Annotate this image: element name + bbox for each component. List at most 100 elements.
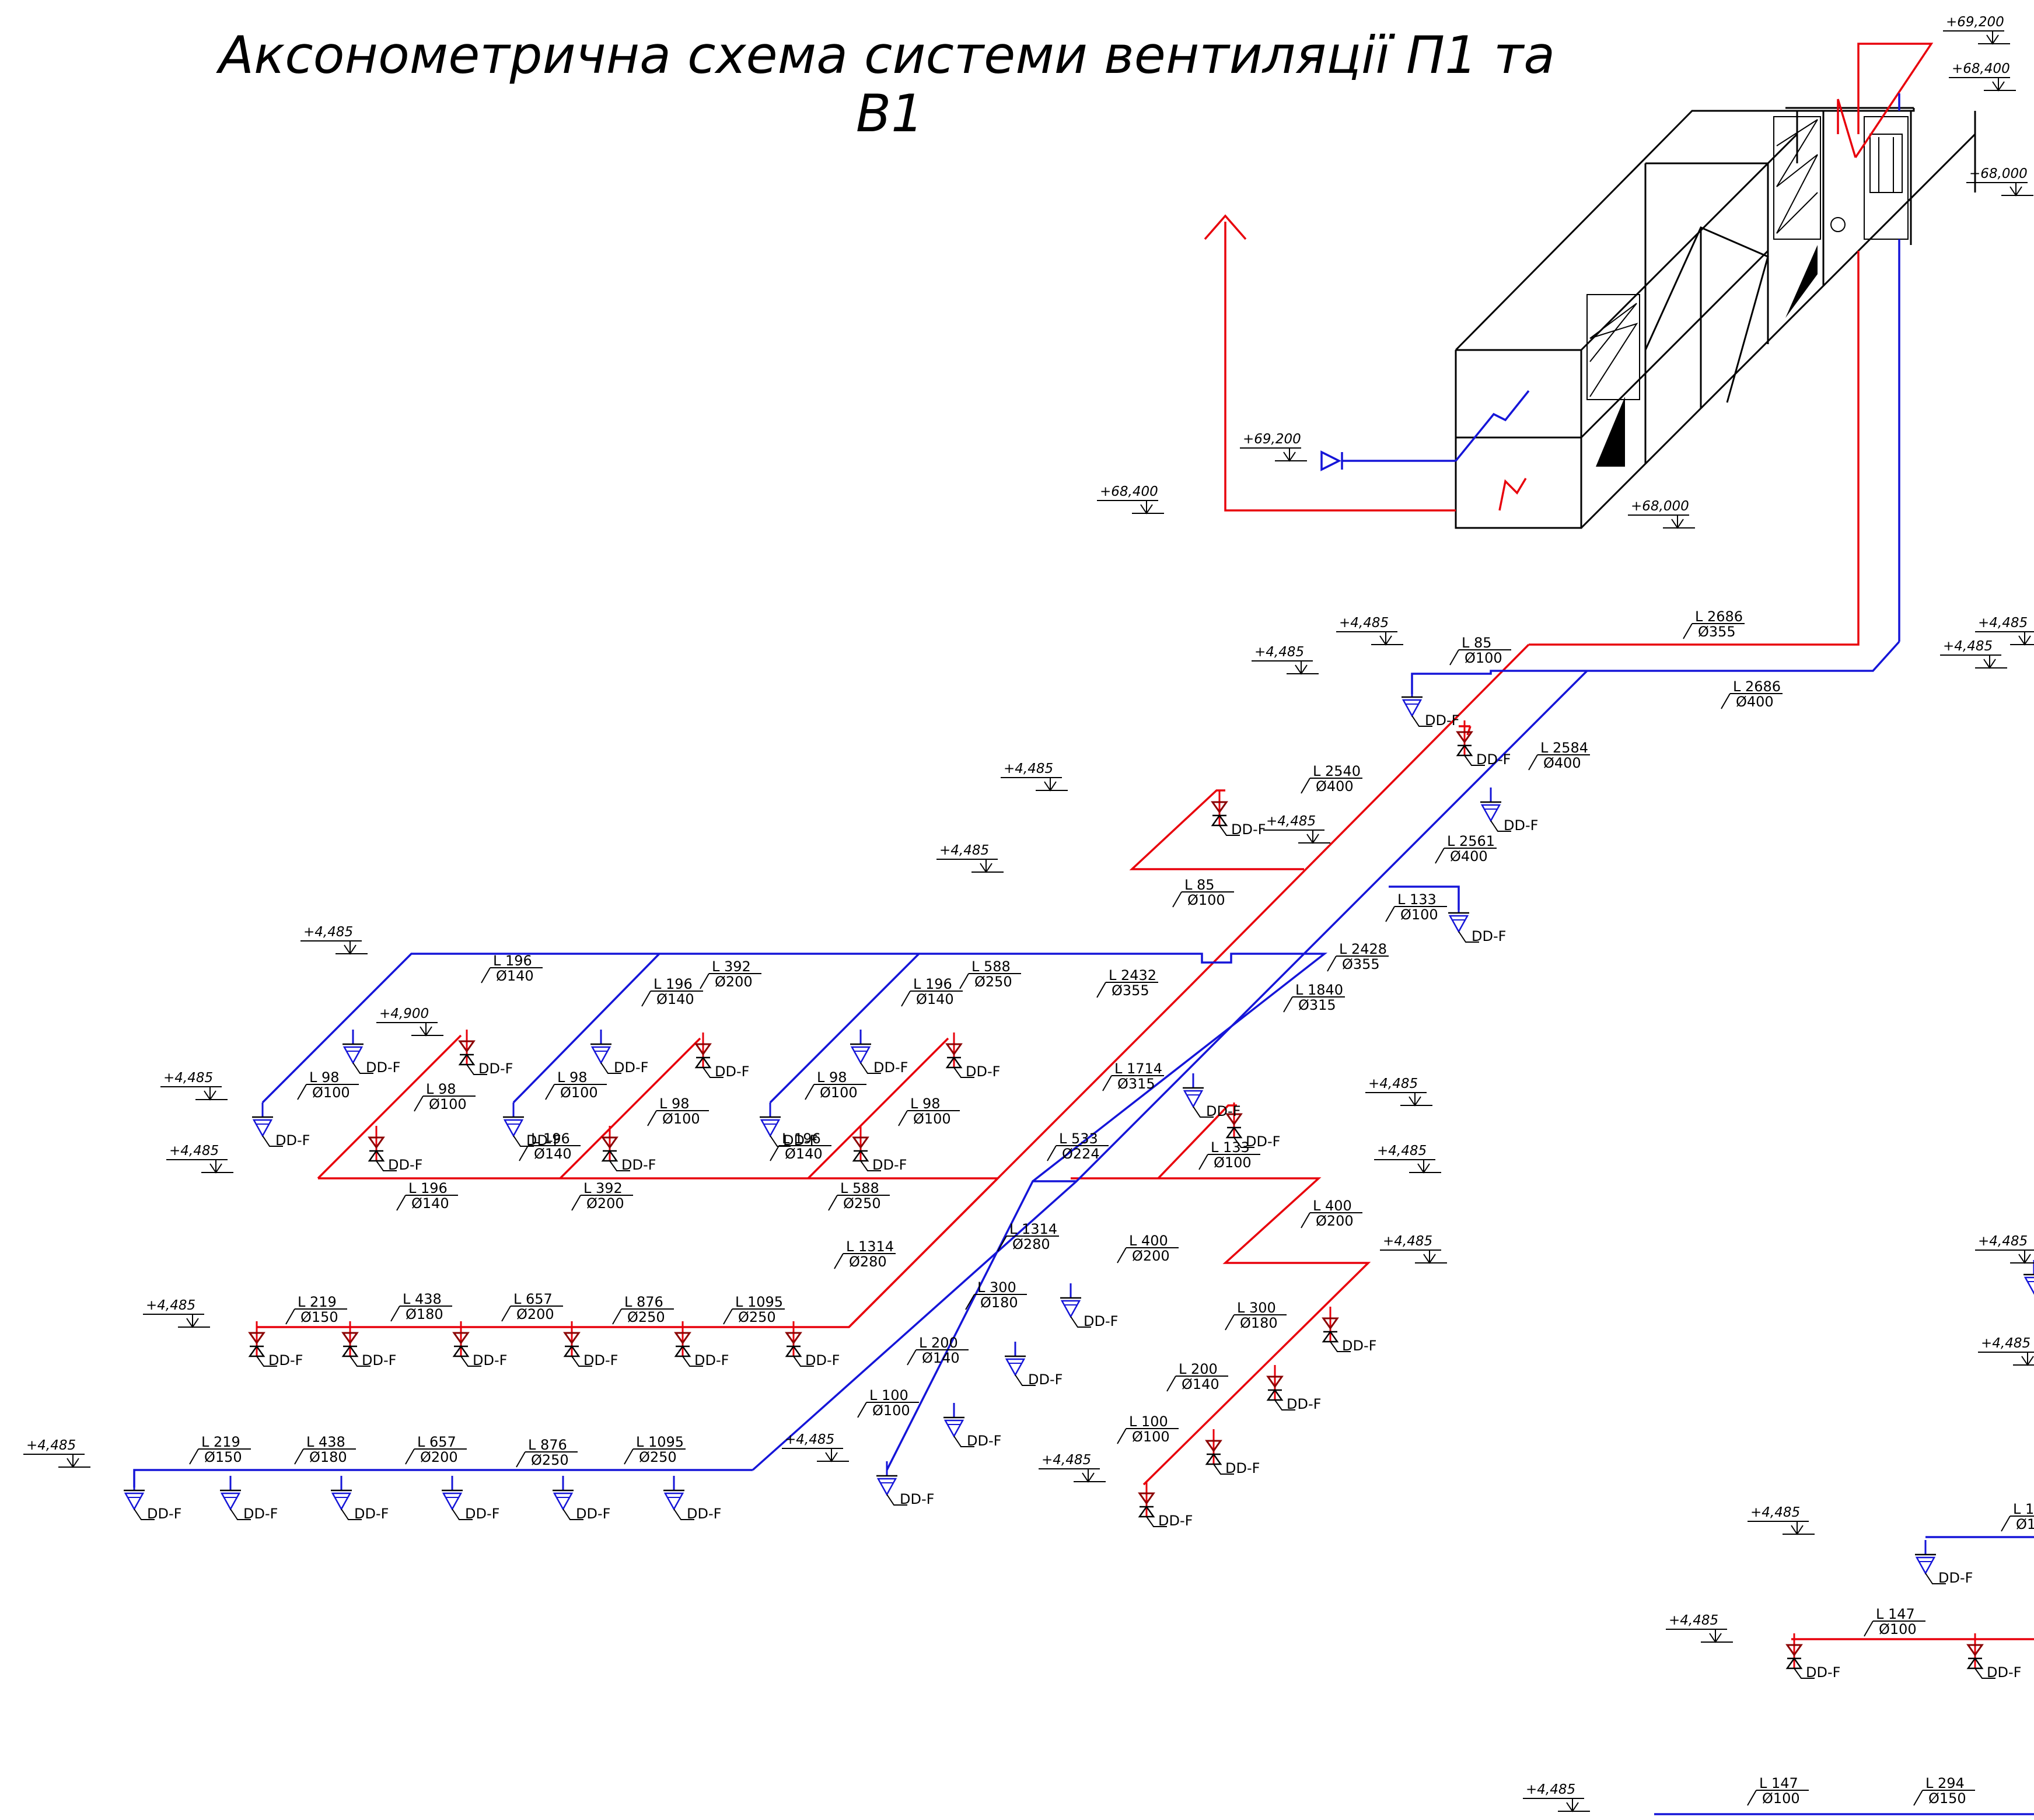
- elevation-value: +4,900: [379, 1006, 429, 1021]
- supply-diffuser-icon: DD-F: [1785, 1633, 1840, 1681]
- duct-length: L 2432: [1109, 967, 1156, 984]
- duct-diameter: Ø400: [1736, 694, 1774, 710]
- diffuser-label: DD-F: [268, 1352, 303, 1368]
- duct-diameter: Ø150: [300, 1309, 338, 1325]
- diffuser-label: DD-F: [872, 1157, 907, 1173]
- air-handling-unit: [1455, 107, 1976, 529]
- duct-length: L 588: [840, 1180, 879, 1196]
- duct-diameter: Ø200: [586, 1195, 624, 1212]
- exhaust-grille-icon: DD-F: [252, 1102, 310, 1149]
- duct-diameter: Ø100: [1879, 1621, 1917, 1637]
- diffuser-label: DD-F: [1287, 1396, 1321, 1412]
- elevation-mark: +69,200: [1943, 15, 2010, 45]
- supply-diffuser-icon: DD-F: [1266, 1365, 1321, 1412]
- duct-diameter: Ø140: [922, 1350, 960, 1366]
- diffuser-label: DD-F: [694, 1352, 729, 1368]
- duct-length: L 98: [659, 1096, 690, 1112]
- supply-duct-network: [257, 643, 1530, 1486]
- duct-diameter: Ø180: [406, 1306, 443, 1322]
- elevation-mark: +4,485: [1978, 1336, 2034, 1366]
- diffuser-label: DD-F: [388, 1157, 422, 1173]
- elevation-mark: +4,485: [1263, 814, 1330, 844]
- fan-triangle-icon: [1785, 245, 1818, 318]
- elevation-value: +4,485: [163, 1070, 213, 1086]
- duct-length: L 2561: [1447, 833, 1495, 849]
- elevation-value: +4,485: [1004, 761, 1053, 776]
- exhaust-grille-icon: DD-F: [1183, 1073, 1240, 1119]
- supply-diffuser-icon: DD-F: [458, 1030, 513, 1077]
- duct-length: L 200: [919, 1335, 958, 1351]
- duct-length: L 147: [1759, 1775, 1798, 1791]
- elevation-mark: +4,485: [23, 1438, 90, 1468]
- exhaust-grille-icon: DD-F: [850, 1030, 908, 1076]
- duct-diameter: Ø100: [913, 1111, 951, 1127]
- grille-label: DD-F: [465, 1506, 499, 1522]
- duct-length: L 98: [309, 1069, 340, 1086]
- elevation-value: +4,485: [1978, 1234, 2028, 1249]
- duct-length: L 196: [913, 976, 952, 992]
- duct-length: L 2428: [1339, 941, 1387, 957]
- duct-size-label: L 1Ø10: [2001, 1501, 2034, 1532]
- elevation-value: +68,000: [1969, 166, 2028, 181]
- elevation-value: +4,485: [1669, 1613, 1718, 1628]
- diffuser-label: DD-F: [1987, 1664, 2021, 1681]
- duct-length: L 98: [426, 1081, 456, 1097]
- exhaust-grille-icon: DD-F: [124, 1476, 181, 1522]
- elevation-value: +4,485: [1978, 615, 2028, 631]
- elevation-value: +4,485: [1377, 1143, 1427, 1158]
- elevation-mark: +4,485: [1748, 1505, 1815, 1535]
- elevation-mark: +4,485: [1252, 645, 1319, 675]
- duct-length: L 392: [583, 1180, 623, 1196]
- grille-label: DD-F: [967, 1433, 1001, 1449]
- elevation-mark: +4,485: [1001, 761, 1068, 792]
- diffuser-label: DD-F: [966, 1063, 1000, 1080]
- duct-diameter: Ø100: [1762, 1790, 1800, 1807]
- duct-length: L 2686: [1695, 608, 1743, 625]
- duct-diameter: Ø140: [656, 991, 694, 1007]
- duct-diameter: Ø100: [1132, 1429, 1170, 1445]
- exhaust-grille-icon: DD-F: [2023, 1260, 2034, 1295]
- duct-diameter: Ø200: [516, 1306, 554, 1322]
- duct-length: L 85: [1462, 635, 1492, 651]
- elevation-mark: +4,485: [1039, 1452, 1106, 1483]
- elevation-mark: +4,485: [300, 925, 368, 955]
- elevation-mark: +4,485: [160, 1070, 228, 1101]
- duct-length: L 300: [1237, 1300, 1276, 1316]
- duct-diameter: Ø250: [639, 1449, 677, 1465]
- duct-diameter: Ø150: [1928, 1790, 1966, 1807]
- elevation-mark: +4,900: [376, 1006, 443, 1037]
- duct-diameter: Ø200: [715, 974, 753, 990]
- duct-diameter: Ø100: [1465, 650, 1502, 666]
- grille-label: DD-F: [1425, 712, 1459, 729]
- supply-diffuser-icon: DD-F: [601, 1126, 656, 1173]
- elevation-mark: +4,485: [1336, 615, 1403, 646]
- duct-diameter: Ø355: [1112, 982, 1149, 999]
- supply-diffuser-icon: DD-F: [785, 1321, 840, 1368]
- supply-diffuser-icon: DD-F: [852, 1126, 907, 1173]
- duct-length: L 100: [1129, 1413, 1168, 1430]
- duct-length: L 400: [1313, 1198, 1352, 1214]
- elevation-value: +4,485: [1042, 1452, 1091, 1468]
- elevation-mark: +4,485: [1523, 1782, 1590, 1812]
- elevation-value: +68,400: [1100, 484, 1158, 499]
- grille-label: DD-F: [576, 1506, 610, 1522]
- grille-label: DD-F: [1938, 1570, 1973, 1586]
- exhaust-grille-icon: DD-F: [343, 1030, 400, 1076]
- elevation-value: +4,485: [146, 1298, 195, 1313]
- elevation-value: +68,000: [1631, 499, 1689, 514]
- grille-label: DD-F: [354, 1506, 389, 1522]
- duct-diameter: Ø400: [1450, 848, 1488, 864]
- supply-diffuser-icon: DD-F: [341, 1321, 396, 1368]
- grille-label: DD-F: [687, 1506, 721, 1522]
- duct-length: L 657: [513, 1291, 553, 1307]
- duct-diameter: Ø355: [1698, 624, 1736, 640]
- duct-diameter: Ø180: [309, 1449, 347, 1465]
